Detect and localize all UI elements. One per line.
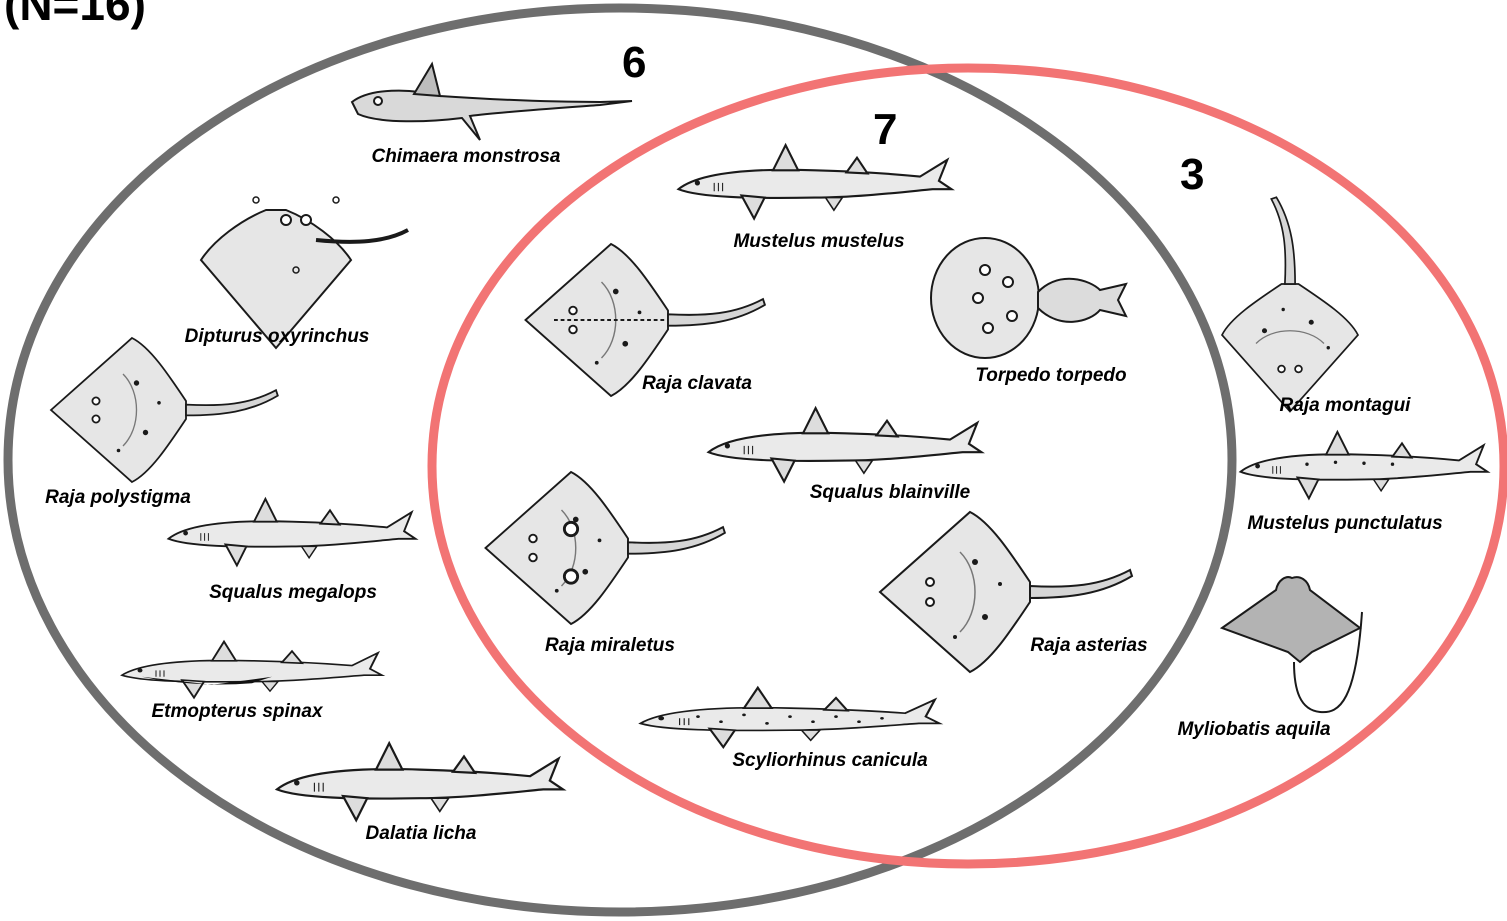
- skate-icon: [486, 472, 725, 624]
- chimaera-icon: [352, 64, 632, 140]
- species-label: Scyliorhinus canicula: [732, 750, 928, 771]
- species-label: Raja asterias: [1030, 635, 1147, 656]
- skate-icon: [1222, 197, 1358, 411]
- count-overlap: 7: [873, 105, 897, 154]
- shark-icon: [277, 743, 563, 820]
- species-label: Torpedo torpedo: [975, 365, 1126, 386]
- shark-icon: [709, 408, 982, 482]
- species-label: Dalatia licha: [366, 823, 477, 844]
- shark-icon: [641, 688, 940, 748]
- species-label: Etmopterus spinax: [151, 701, 323, 722]
- shark-icon: [679, 145, 952, 219]
- species-label: Raja montagui: [1280, 395, 1412, 416]
- species-label: Raja clavata: [642, 373, 752, 394]
- species-label: Dipturus oxyrinchus: [185, 326, 370, 347]
- shark-icon: [122, 642, 382, 698]
- species-label: Squalus megalops: [209, 582, 377, 603]
- skate-icon: [51, 338, 278, 482]
- count-right-only: 3: [1180, 150, 1204, 199]
- species-label: Myliobatis aquila: [1177, 719, 1331, 740]
- species-label: Raja miraletus: [545, 635, 675, 656]
- species-label: Mustelus mustelus: [733, 231, 904, 252]
- left-set-circle: [8, 8, 1232, 912]
- eagle-ray-icon: [1222, 577, 1362, 712]
- species-label: Chimaera monstrosa: [371, 146, 560, 167]
- count-left-only: 6: [622, 38, 646, 87]
- species-label: Raja polystigma: [45, 487, 191, 508]
- diagram-title: (N=16): [4, 0, 146, 30]
- shark-icon: [1241, 432, 1488, 499]
- shark-icon: [169, 499, 416, 566]
- species-label: Mustelus punctulatus: [1247, 513, 1442, 534]
- species-label: Squalus blainville: [810, 482, 971, 503]
- torpedo-ray-icon: [931, 238, 1126, 358]
